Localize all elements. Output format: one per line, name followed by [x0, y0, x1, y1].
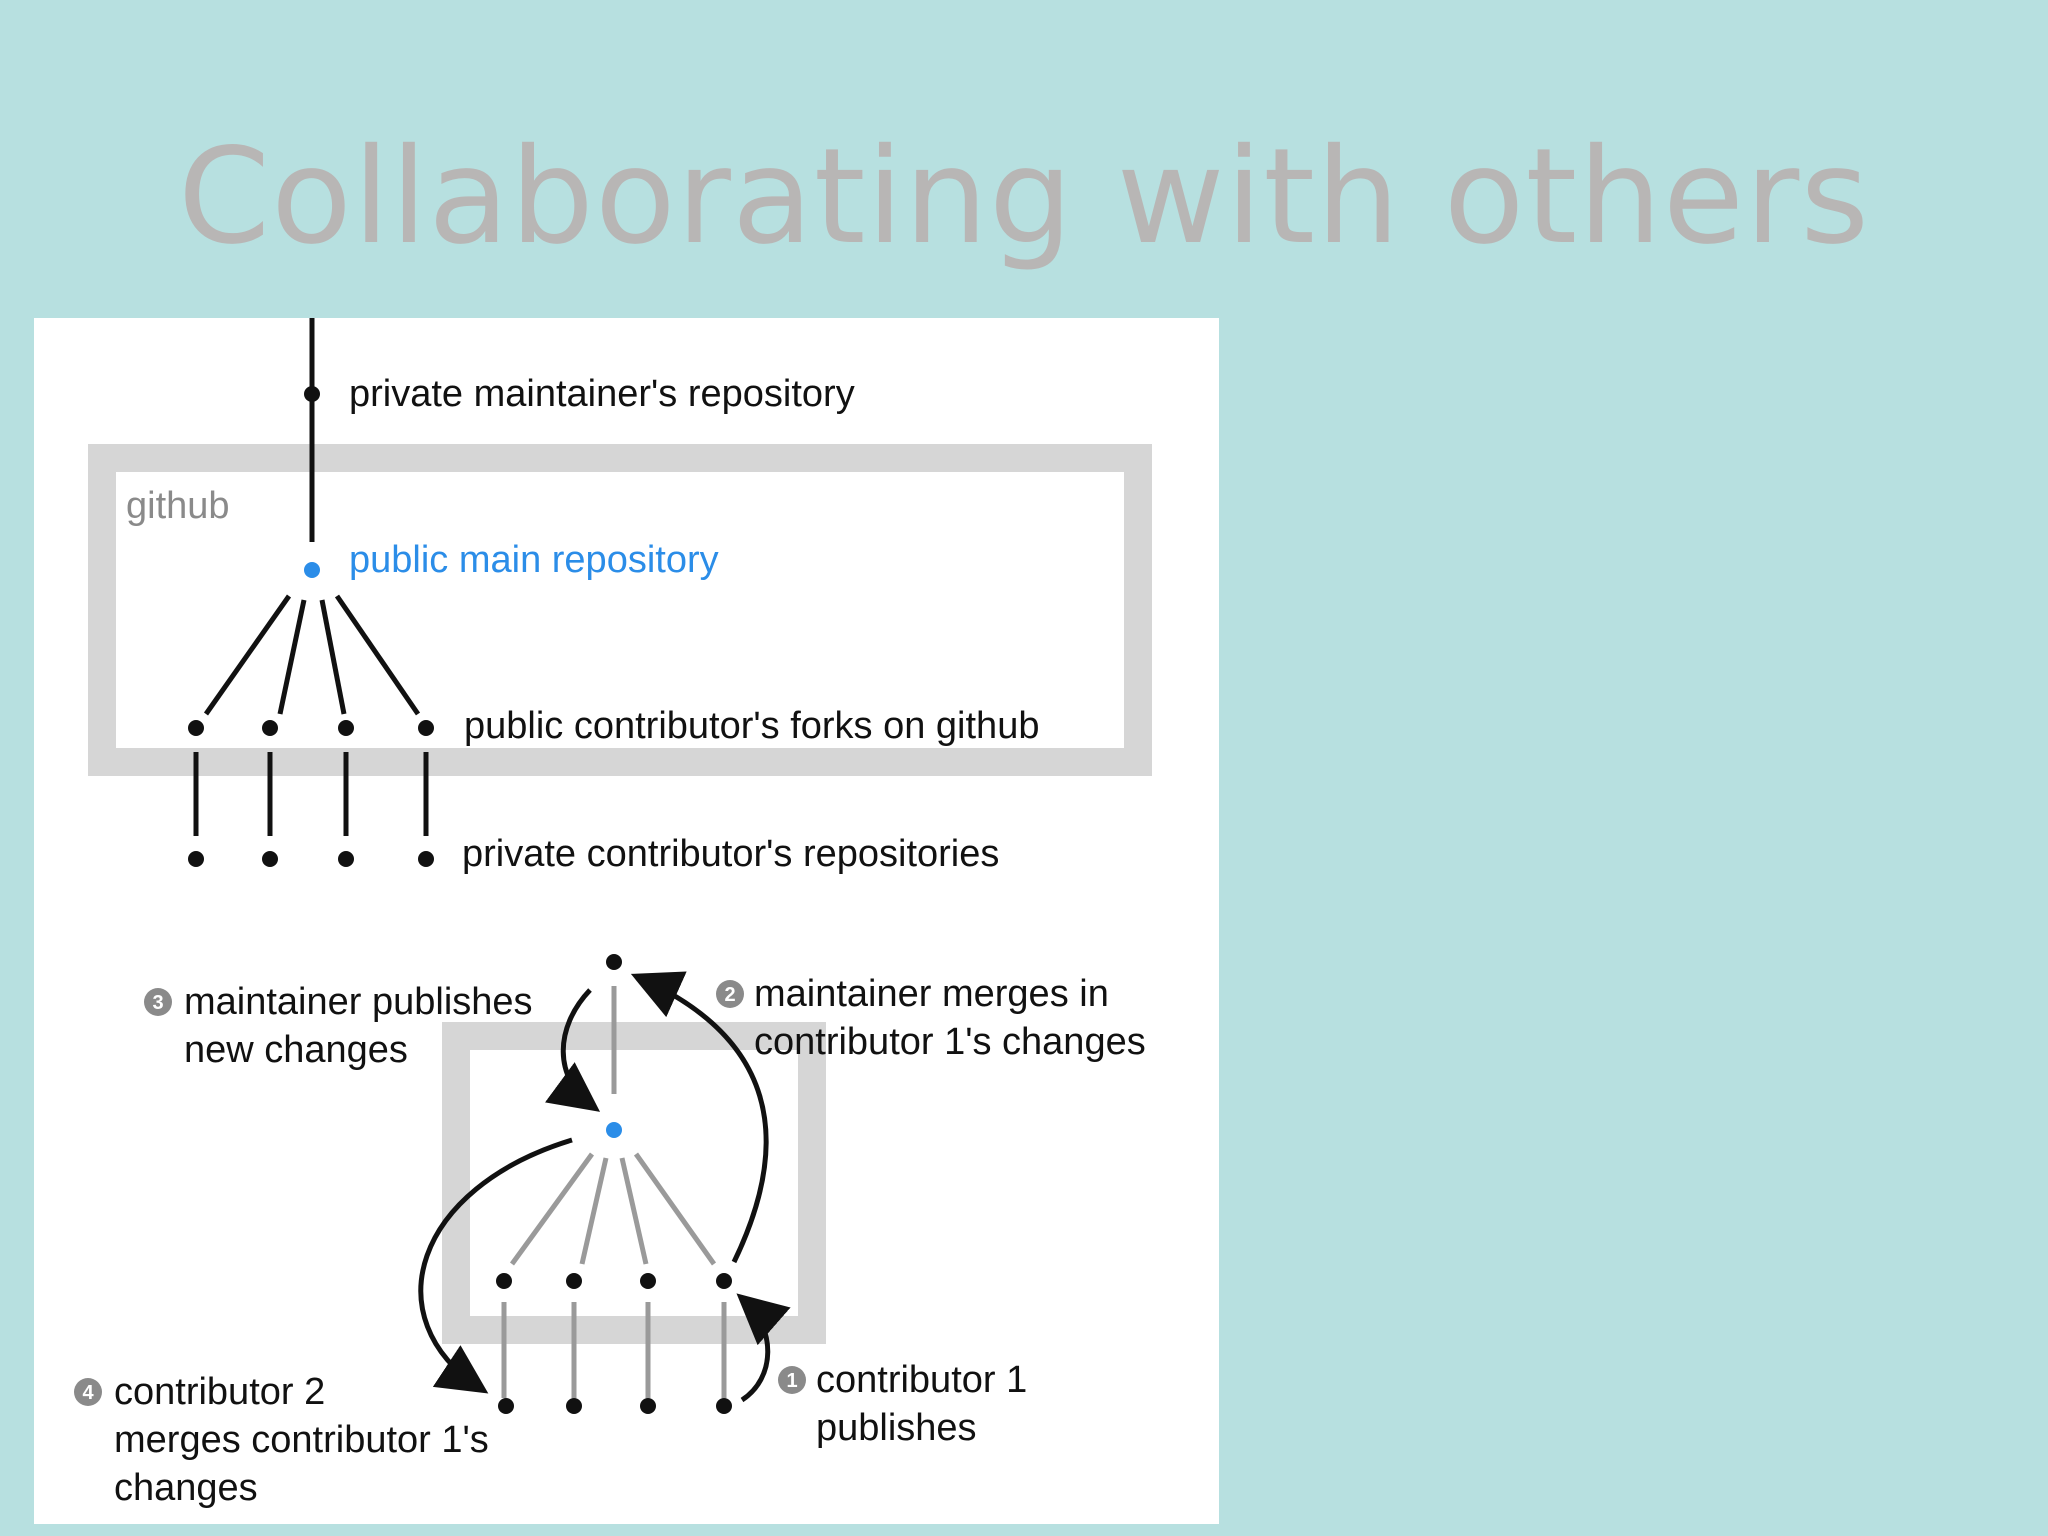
fork-node-4 — [418, 720, 434, 736]
bottom-main-to-fork-edge-1 — [509, 1152, 595, 1266]
github-box — [88, 444, 1152, 776]
step-1-annotation: 1 contributor 1 publishes — [778, 1359, 1027, 1449]
bottom-public-main-node — [606, 1122, 622, 1138]
step-4-number: 4 — [82, 1382, 94, 1404]
private-contributor-node-3 — [338, 851, 354, 867]
main-to-fork-edge-4 — [334, 594, 421, 716]
bottom-diagram: 3 maintainer publishes new changes 2 mai… — [74, 954, 1146, 1509]
step-3-line2: new changes — [184, 1029, 408, 1071]
step-3-badge — [144, 988, 172, 1016]
slide-title: Collaborating with others — [177, 120, 1871, 274]
bottom-main-to-fork-edge-3 — [619, 1157, 649, 1265]
step-2-badge — [716, 980, 744, 1008]
main-to-fork-edge-1 — [203, 594, 292, 716]
top-diagram: github private maintainer's repository p… — [88, 318, 1152, 875]
diagram-panel: github private maintainer's repository p… — [34, 318, 1219, 1524]
private-maintainer-label: private maintainer's repository — [349, 373, 855, 415]
step-3-number: 3 — [152, 992, 163, 1014]
collaboration-diagram: github private maintainer's repository p… — [74, 318, 1152, 1509]
bottom-fork-node-3 — [640, 1273, 656, 1289]
bottom-main-to-fork-edge-2 — [579, 1157, 609, 1265]
private-maintainer-node — [304, 386, 320, 402]
public-forks-label: public contributor's forks on github — [464, 705, 1039, 747]
arrow-contributor2-merges — [418, 1137, 573, 1394]
private-contributor-node-2 — [262, 851, 278, 867]
bottom-private-node-3 — [640, 1398, 656, 1414]
bottom-main-to-fork-edge-4 — [633, 1152, 717, 1266]
arrow-maintainer-publishes — [544, 988, 601, 1112]
private-contributor-node-4 — [418, 851, 434, 867]
bottom-fork-node-4 — [716, 1273, 732, 1289]
fork-node-1 — [188, 720, 204, 736]
github-box-small — [442, 1022, 826, 1344]
public-main-node — [304, 562, 320, 578]
step-1-number: 1 — [786, 1370, 797, 1392]
step-4-badge — [74, 1378, 102, 1406]
bottom-fork-node-2 — [566, 1273, 582, 1289]
public-main-label: public main repository — [349, 539, 719, 581]
bottom-private-node-4 — [716, 1398, 732, 1414]
arrow-contributor1-publishes — [736, 1293, 791, 1403]
github-label: github — [126, 485, 230, 527]
step-1-line1: contributor 1 — [816, 1359, 1027, 1401]
private-contributors-label: private contributor's repositories — [462, 833, 999, 875]
step-2-line1: maintainer merges in — [754, 973, 1109, 1015]
fork-node-2 — [262, 720, 278, 736]
main-to-fork-edge-2 — [277, 599, 307, 715]
step-4-line3: changes — [114, 1467, 258, 1509]
bottom-private-node-1 — [498, 1398, 514, 1414]
fork-node-3 — [338, 720, 354, 736]
step-2-annotation: 2 maintainer merges in contributor 1's c… — [716, 973, 1146, 1063]
bottom-private-node-2 — [566, 1398, 582, 1414]
step-1-badge — [778, 1366, 806, 1394]
private-contributor-node-1 — [188, 851, 204, 867]
step-3-line1: maintainer publishes — [184, 981, 533, 1023]
step-4-line2: merges contributor 1's — [114, 1419, 489, 1461]
step-4-annotation: 4 contributor 2 merges contributor 1's c… — [74, 1371, 489, 1509]
bottom-maintainer-node — [606, 954, 622, 970]
step-4-line1: contributor 2 — [114, 1371, 325, 1413]
step-3-annotation: 3 maintainer publishes new changes — [144, 981, 533, 1071]
bottom-fork-node-1 — [496, 1273, 512, 1289]
step-1-line2: publishes — [816, 1407, 977, 1449]
arrow-maintainer-merges — [630, 971, 769, 1264]
step-2-number: 2 — [724, 984, 735, 1006]
main-to-fork-edge-3 — [319, 599, 347, 715]
step-2-line2: contributor 1's changes — [754, 1021, 1146, 1063]
